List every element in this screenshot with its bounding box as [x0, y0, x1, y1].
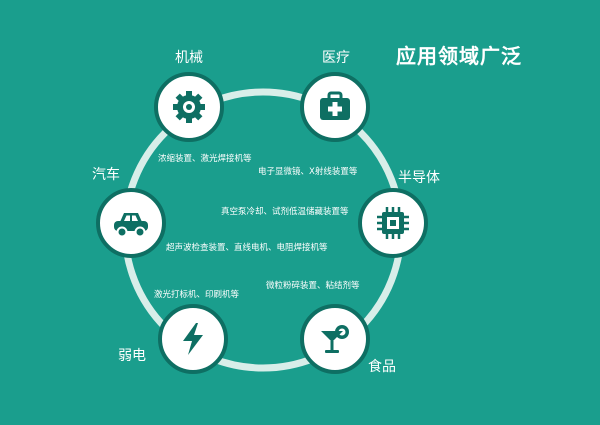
- desc-medical: 电子显微镜、X射线装置等: [258, 167, 358, 177]
- cocktail-icon: [321, 325, 349, 353]
- desc-machinery: 浓缩装置、激光焊接机等: [158, 154, 252, 164]
- label-machinery: 机械: [175, 50, 203, 66]
- node-food: [300, 304, 370, 374]
- medical-kit-icon: [320, 91, 350, 120]
- car-icon: [114, 213, 148, 238]
- gear-icon: [173, 91, 205, 123]
- node-medical: [300, 72, 370, 142]
- desc-food: 微粒粉碎装置、粘结剂等: [266, 281, 360, 291]
- page-title: 应用领域广泛: [396, 44, 522, 68]
- node-machinery: [154, 72, 224, 142]
- desc-semiconductor: 真空泵冷却、试剂低温储藏装置等: [221, 207, 349, 217]
- label-automotive: 汽车: [92, 167, 120, 183]
- label-semiconductor: 半导体: [398, 170, 440, 186]
- desc-weak-current: 激光打标机、印刷机等: [154, 290, 240, 300]
- node-semiconductor: [358, 188, 428, 258]
- node-automotive: [96, 188, 166, 258]
- label-food: 食品: [368, 359, 396, 375]
- chip-icon: [377, 207, 409, 239]
- lightning-icon: [183, 323, 203, 355]
- label-weak-current: 弱电: [118, 348, 146, 364]
- node-weak-current: [158, 304, 228, 374]
- desc-automotive: 超声波检查装置、直线电机、电阻焊接机等: [166, 243, 328, 253]
- label-medical: 医疗: [322, 50, 350, 66]
